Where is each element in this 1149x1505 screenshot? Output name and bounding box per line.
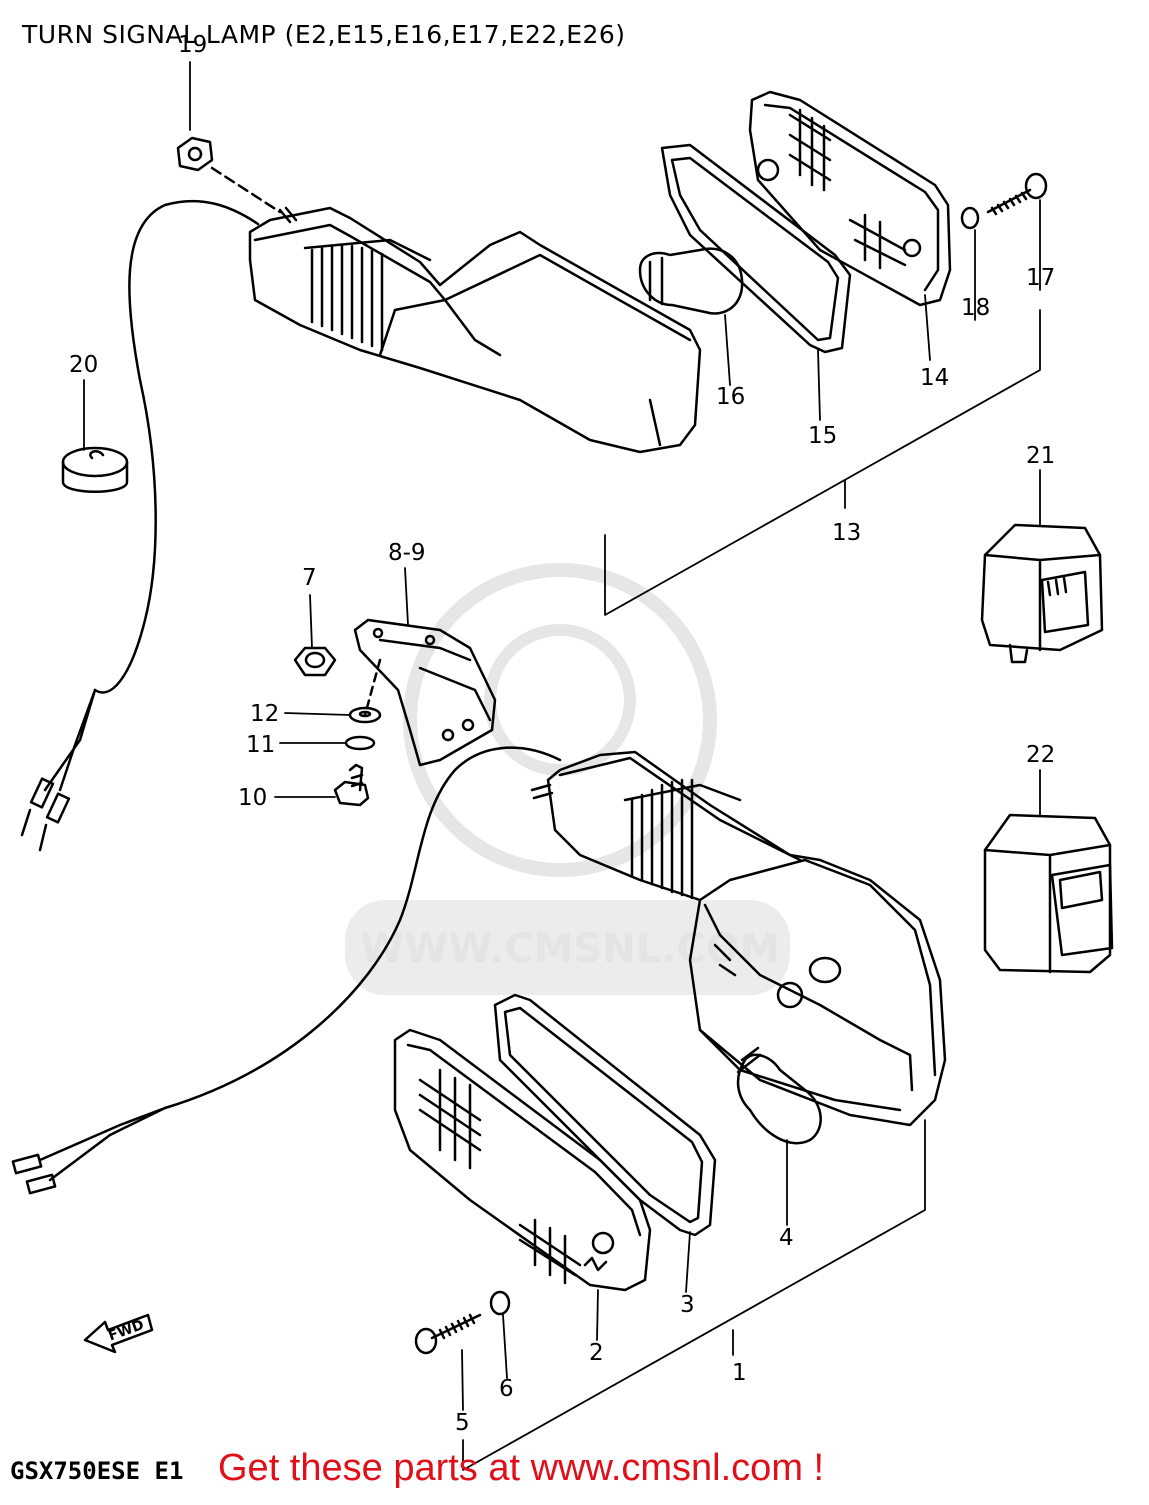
- part-4-bulb: [736, 1046, 822, 1145]
- callout-15: 15: [808, 423, 837, 449]
- diagram-title: TURN SIGNAL LAMP (E2,E15,E16,E17,E22,E26…: [22, 20, 626, 49]
- callout-19: 19: [178, 32, 207, 58]
- part-12-washer: [348, 706, 382, 724]
- part-20-grommet: [61, 446, 129, 493]
- part-16-bulb: [638, 247, 744, 315]
- part-2-lens: [393, 1028, 652, 1292]
- part-14-lens: [748, 90, 952, 307]
- callout-21: 21: [1026, 443, 1055, 469]
- part-3-gasket: [493, 993, 717, 1237]
- part-19-nut: [176, 136, 282, 214]
- lower-lamp-housing: [530, 750, 947, 1127]
- callout-20: 20: [69, 352, 98, 378]
- callout-4: 4: [779, 1225, 794, 1251]
- callout-16: 16: [716, 384, 745, 410]
- fwd-arrow: [83, 1313, 154, 1354]
- part-8-9-bracket: [353, 618, 497, 767]
- callout-5: 5: [455, 1410, 470, 1436]
- part-5-screw: [414, 1313, 482, 1355]
- callout-10: 10: [238, 785, 267, 811]
- leader-lines: [83, 61, 1041, 1471]
- watermark-text: WWW.CMSNL.COM: [360, 926, 780, 972]
- callout-labels: 1 2 3 4 5 6 7 8-9 10 11 12 13 14 15 16 1…: [69, 32, 1055, 1436]
- callout-7: 7: [302, 565, 317, 591]
- callout-2: 2: [589, 1340, 604, 1366]
- part-21-relay: [980, 523, 1104, 664]
- watermark: WWW.CMSNL.COM: [345, 563, 790, 995]
- part-15-gasket: [660, 143, 852, 354]
- callout-3: 3: [680, 1292, 695, 1318]
- callout-14: 14: [920, 365, 949, 391]
- part-6-washer: [489, 1290, 511, 1316]
- callout-6: 6: [499, 1376, 514, 1402]
- callout-13: 13: [832, 520, 861, 546]
- lower-lamp-wire: [11, 746, 562, 1195]
- callout-12: 12: [250, 701, 279, 727]
- callout-18: 18: [961, 295, 990, 321]
- callout-17: 17: [1026, 265, 1055, 291]
- part-10-bolt: [333, 763, 370, 807]
- part-18-washer: [960, 206, 980, 230]
- model-code: GSX750ESE E1: [10, 1457, 184, 1485]
- upper-lamp-housing: [248, 206, 702, 454]
- upper-lamp-wire: [20, 199, 260, 852]
- part-17-screw: [986, 172, 1048, 216]
- part-7-nut: [293, 646, 337, 677]
- part-11-washer: [344, 735, 376, 751]
- callout-8-9: 8-9: [388, 540, 426, 566]
- callout-1: 1: [732, 1360, 747, 1386]
- callout-11: 11: [246, 732, 275, 758]
- part-22-relay: [983, 813, 1114, 974]
- promo-link[interactable]: Get these parts at www.cmsnl.com !: [218, 1447, 825, 1489]
- callout-22: 22: [1026, 742, 1055, 768]
